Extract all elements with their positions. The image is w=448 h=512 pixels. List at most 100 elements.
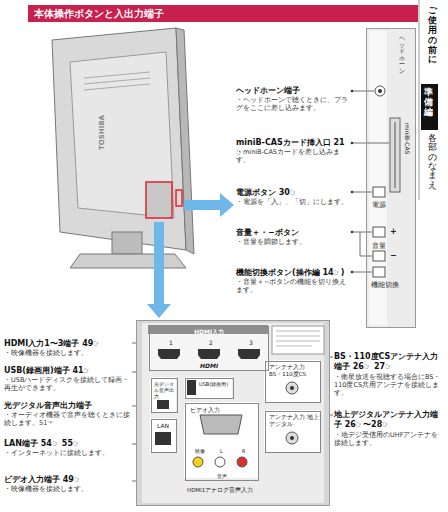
terrestrial-antenna-jack (290, 436, 294, 440)
callout-body: ・音量＋−ボタンの機能を切り換えます。 (236, 278, 350, 294)
terminal-highlight (146, 182, 172, 218)
leader-dots (351, 90, 354, 274)
callout-body: ・オーディオ機器で音声を聴くときに接続します。51☞ (4, 411, 130, 427)
audio-jack-left (215, 457, 225, 467)
antenna-box: アンテナ入力 地上デジタル (265, 411, 321, 453)
leader-line (352, 192, 372, 193)
usb-box: USB(録画用) (185, 378, 234, 399)
callout-heading: 音量＋・−ボタン (236, 228, 350, 238)
video-box: ビデオ入力映像LR音声 (185, 403, 259, 481)
callout-heading: USB(録画用)端子 41☞ (4, 366, 130, 376)
video-jack (193, 457, 203, 467)
tab-text: ご使用の前に (428, 6, 437, 65)
callout-body: ・miniB-CASカードを差し込みます。 (236, 148, 350, 164)
bs-antenna-jack (290, 386, 294, 390)
tv-back (52, 28, 186, 250)
panel-text: 光デジタル音声出力 (154, 381, 176, 399)
volume-down-button (373, 251, 385, 261)
panel-text: 電源 (372, 200, 386, 210)
callout-heading: 機能切換ボタン(操作編 14☞) (236, 268, 350, 278)
lan-fill (150, 418, 176, 452)
callout-body: ・衛星放送を視聴する場合にBS・110度CS共用アンテナを接続します。 (334, 373, 442, 397)
panel-text: miniB-CAS (404, 123, 411, 154)
jack-label: 映像 (195, 448, 205, 454)
callout-body: ・地デジ受信用のUHFアンテナを接続します。 (334, 431, 442, 447)
usb-fill (184, 377, 232, 398)
panel-text: ヘッドホーン (399, 35, 405, 75)
callout-heading: LAN端子 54☞ 55☞ (4, 439, 130, 449)
leader-dot (351, 90, 354, 93)
antenna-box: アンテナ入力 BS・110度CS (265, 361, 321, 403)
callout-body: ・映像機器を接続します。 (4, 349, 130, 357)
leader-dot (351, 191, 354, 194)
side-panel-fill (366, 28, 416, 328)
panel-text: ビデオ入力 (190, 406, 220, 415)
leader-dot (351, 142, 354, 145)
blue-arrow (147, 222, 171, 318)
panel-text: 機能切換 (371, 281, 399, 290)
hdmi-port (198, 349, 220, 359)
hdmi-logo: HDMI (200, 362, 218, 369)
panel-text: HDMI入力 (194, 328, 224, 337)
tv-stand-neck (112, 232, 142, 254)
callout-body: ・ヘッドホーンで聴くときに、プラグをここに差し込みます。 (236, 96, 350, 112)
terrestrial-antenna-fill (264, 410, 320, 452)
callout-body: ・インターネットに接続します。 (4, 449, 130, 457)
callout-heading: ヘッドホーン端子 (236, 86, 350, 96)
headphone-jack (375, 86, 385, 96)
side-panel: ヘッドホーン miniB-CAS 電源 + 音量− 機能切換 (366, 28, 416, 328)
panel-symbol: − (390, 251, 397, 260)
port-number: 1 (169, 339, 173, 346)
function-button (373, 267, 385, 277)
leader-line (352, 232, 372, 233)
optical-fill (150, 377, 176, 412)
callout-body: ・電源を「入」、「切」にします。 (236, 198, 350, 206)
leader-dot (351, 271, 354, 274)
header-band: 本体操作ボタンと入出力端子 (28, 5, 418, 22)
bs-antenna-fill (264, 360, 320, 402)
power-button (373, 187, 385, 197)
panel-symbol: + (390, 227, 397, 236)
headphone-jack (378, 89, 382, 93)
vent (84, 78, 150, 84)
leader-line (352, 272, 372, 273)
optical-box: 光デジタル音声出力 (151, 378, 178, 413)
optical-port (157, 400, 169, 409)
jack-label: R (242, 448, 245, 454)
tab-text: 各部のなまえ (428, 134, 437, 190)
hdmi-port (238, 349, 260, 359)
tab-rule (419, 0, 420, 200)
callout-heading: BS・110度CSアンテナ入力端子 26☞ 27☞ (334, 352, 442, 371)
note-line (276, 341, 320, 342)
jack-label: 音声 (217, 473, 227, 479)
usb-port (187, 380, 196, 395)
tv-bezel (176, 28, 194, 254)
lan-port (155, 432, 171, 445)
hdmi-group-fill (148, 325, 268, 370)
panel-text: アンテナ入力 BS・110度CS (269, 364, 319, 377)
note-lines (276, 331, 320, 346)
d-port (200, 415, 242, 434)
panel-text: 音量 (372, 241, 386, 251)
callout-body: ・映像機器を接続します。 (4, 485, 130, 493)
card-slot (390, 118, 400, 192)
note-line (276, 331, 320, 332)
note-box (272, 326, 324, 354)
port-number: 3 (249, 339, 253, 346)
tv-rear-cover (70, 52, 174, 218)
terminal-panel: HDMI1アナログ音声入力HDMI入力123HDMI光デジタル音声出力USB(録… (136, 320, 330, 506)
leader-dot (351, 231, 354, 234)
hdmi-port (158, 349, 180, 359)
callout-body: ・USBハードディスクを接続して録画・再生ができます。 (4, 376, 130, 392)
callout-heading: HDMI入力1〜3端子 49☞ (4, 339, 130, 349)
terrestrial-antenna-jack (286, 432, 298, 444)
terminal-panel-fill (136, 320, 330, 506)
note-line (276, 336, 320, 337)
card-slot (395, 122, 396, 188)
audio-jack-right (237, 457, 247, 467)
bs-antenna-jack (286, 382, 298, 394)
callout-body: ・音量を調節します。 (236, 238, 350, 246)
panel-text: アンテナ入力 地上デジタル (269, 414, 319, 427)
brand-logo: TOSHIBA (98, 115, 106, 150)
panel-text: USB(録画用) (199, 381, 232, 387)
